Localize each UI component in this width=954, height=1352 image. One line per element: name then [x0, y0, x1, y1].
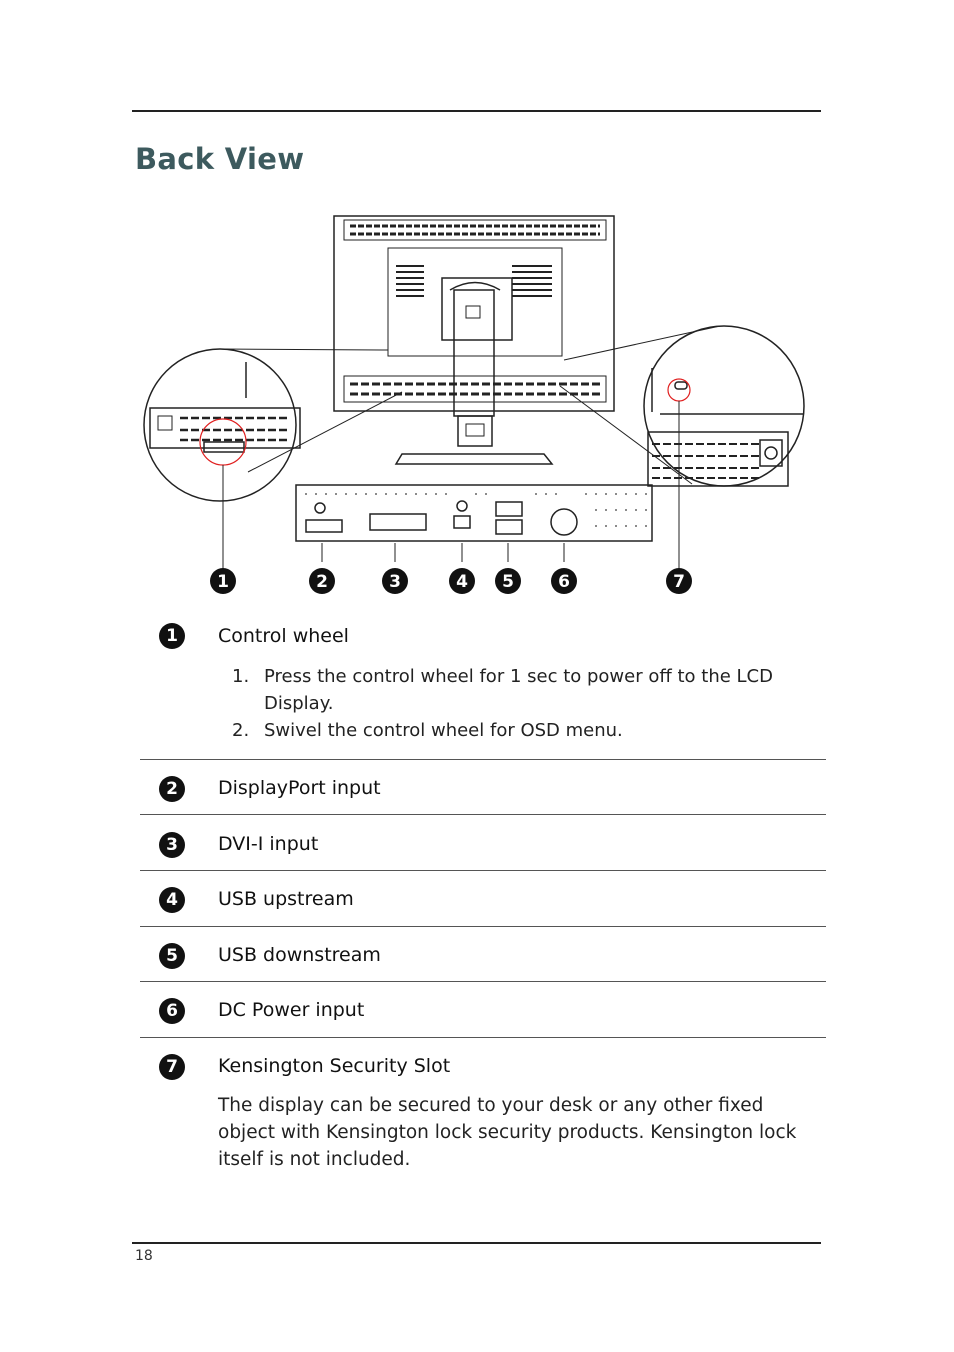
svg-text:1: 1 [217, 572, 229, 592]
page-title: Back View [135, 142, 305, 176]
step-number: 1. [232, 666, 250, 687]
page-number: 18 [135, 1248, 153, 1264]
item-displayport-input: 2 DisplayPort input [140, 759, 826, 816]
callout-2: 2 [309, 568, 335, 594]
item-usb-downstream: 5 USB downstream [140, 926, 826, 983]
top-rule [132, 110, 821, 112]
item-kensington-security-slot: 7 Kensington Security Slot [140, 1037, 826, 1088]
item-label: Kensington Security Slot [218, 1055, 451, 1077]
svg-text:5: 5 [502, 572, 514, 592]
callout-3: 3 [382, 568, 408, 594]
item-dc-power-input: 6 DC Power input [140, 981, 826, 1038]
number-badge: 2 [159, 776, 185, 802]
number-badge: 6 [159, 998, 185, 1024]
step-number: 2. [232, 720, 250, 741]
number-badge: 1 [159, 623, 185, 649]
step-item: 1. Press the control wheel for 1 sec to … [232, 663, 792, 717]
svg-text:4: 4 [456, 572, 468, 592]
item-label: USB downstream [218, 944, 381, 966]
monitor-back-view-diagram: 1 2 3 4 5 6 7 [143, 215, 805, 594]
item-label: Control wheel [218, 625, 349, 647]
callout-7: 7 [666, 568, 692, 594]
number-badge: 7 [159, 1054, 185, 1080]
svg-text:2: 2 [316, 572, 328, 592]
svg-text:3: 3 [389, 572, 401, 592]
step-text: Swivel the control wheel for OSD menu. [264, 720, 623, 741]
item-label: DVI-I input [218, 833, 319, 855]
number-badge: 5 [159, 943, 185, 969]
svg-text:6: 6 [558, 572, 570, 592]
item-label: USB upstream [218, 888, 354, 910]
item-usb-upstream: 4 USB upstream [140, 870, 826, 927]
svg-text:7: 7 [673, 572, 685, 592]
item-label: DisplayPort input [218, 777, 381, 799]
number-badge: 4 [159, 887, 185, 913]
callout-1: 1 [210, 568, 236, 594]
callout-4: 4 [449, 568, 475, 594]
number-badge: 3 [159, 832, 185, 858]
step-text: Press the control wheel for 1 sec to pow… [264, 666, 773, 714]
callout-6: 6 [551, 568, 577, 594]
callout-5: 5 [495, 568, 521, 594]
step-item: 2. Swivel the control wheel for OSD menu… [232, 717, 792, 744]
control-wheel-steps: 1. Press the control wheel for 1 sec to … [232, 663, 792, 744]
kensington-note: The display can be secured to your desk … [218, 1095, 797, 1170]
bottom-rule [132, 1242, 821, 1244]
item-dvi-i-input: 3 DVI-I input [140, 814, 826, 871]
item-label: DC Power input [218, 999, 365, 1021]
